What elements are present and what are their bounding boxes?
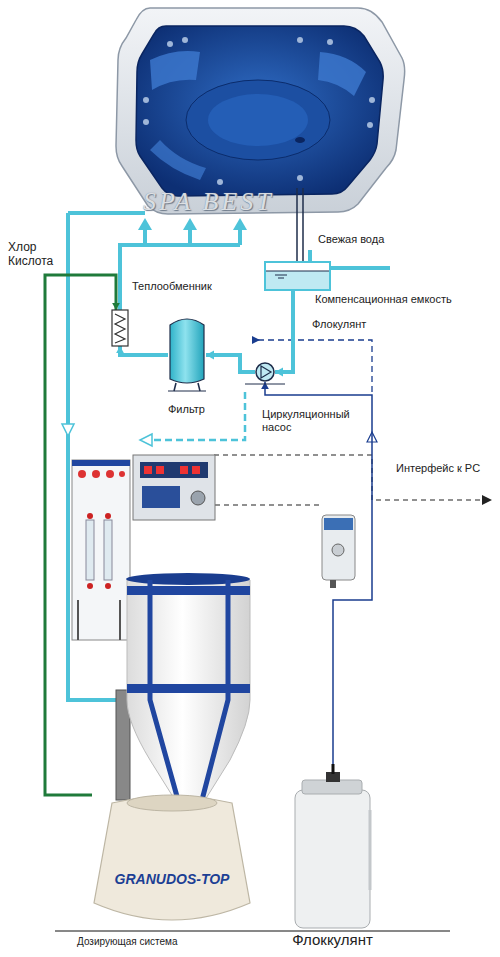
circulation-pump: Циркуляционный насос [255, 362, 275, 382]
edge-label: Хлор Кислота [8, 240, 60, 269]
spa-tub [116, 8, 405, 214]
divider-line [55, 931, 450, 932]
arrow-head [275, 368, 283, 377]
filter-symbol [168, 313, 206, 391]
component-label: Циркуляционный насос [262, 408, 357, 434]
interface-arrow [482, 495, 492, 505]
caption-label: Дозирующая система [77, 936, 178, 948]
pipe-connector [45, 275, 120, 795]
tank-symbol [265, 262, 330, 290]
filter: Фильтр [168, 313, 206, 391]
connector-line [206, 355, 255, 372]
arrow-head [112, 303, 120, 310]
heat-exchanger: Теплообменник [112, 310, 128, 346]
arrow-head [206, 351, 214, 360]
pump-symbol [255, 362, 275, 382]
canister-shape [290, 770, 375, 930]
pipe-connector [275, 290, 293, 376]
edge-label: Флокулянт [312, 318, 366, 331]
component-label: Теплообменник [132, 280, 212, 293]
dosing-base-shape [92, 785, 252, 930]
interface-line [212, 455, 484, 505]
caption-label: Флоккулянт [285, 931, 380, 949]
return-pipe [297, 188, 303, 262]
connector-line [45, 275, 116, 795]
compensation-tank: Компенсационная емкость [265, 262, 330, 290]
pipe-connector [261, 382, 372, 770]
controller [133, 455, 215, 520]
component-label: Фильтр [168, 403, 205, 416]
arrow-head [116, 346, 124, 353]
pipe-label: Свежая вода [318, 233, 384, 246]
dosing-tank [116, 573, 250, 800]
heat-exchanger-symbol [112, 310, 128, 346]
connector-line [265, 382, 372, 770]
component-label: Компенсационная емкость [315, 293, 452, 306]
interface-label: Интерфейс к PC [396, 462, 480, 475]
flocculant-canister: Флоккулянт [290, 770, 375, 930]
connector-line [275, 290, 293, 372]
pipe-connector [116, 346, 168, 355]
connector-line [120, 346, 168, 355]
flocculant-pump [322, 515, 355, 588]
watermark: SPA BEST [143, 186, 274, 217]
flow-arrowheads [62, 218, 247, 436]
dosing-panel [72, 460, 130, 640]
brand-label: GRANUDOS-TOP [107, 871, 237, 888]
dosing-base: GRANUDOS-TOPДозирующая система [92, 785, 252, 930]
pipe-connector [206, 351, 255, 372]
arrow-head [261, 382, 269, 389]
